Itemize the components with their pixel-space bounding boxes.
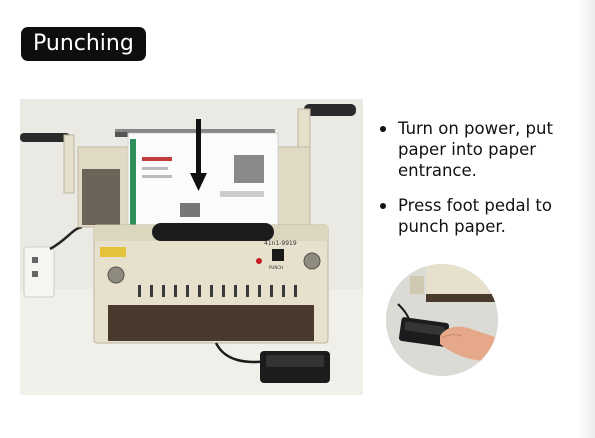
left-handle	[20, 133, 75, 194]
bullet-dot-icon	[380, 203, 386, 209]
machine-model-label: 41n1-9919	[264, 240, 297, 247]
binding-machine-photo: 41n1-9919 PUNCH	[20, 99, 363, 395]
foot-pedal	[260, 351, 330, 383]
down-arrow-icon	[190, 119, 207, 191]
slide-edge-shadow	[577, 0, 595, 438]
slide-title: Punching	[21, 27, 146, 61]
instruction-item: Press foot pedal to punch paper.	[378, 195, 588, 237]
instruction-text: Press foot pedal to punch paper.	[398, 196, 552, 236]
foot-pedal-closeup-photo	[386, 264, 498, 376]
instruction-list: Turn on power, put paper into paper entr…	[378, 118, 588, 251]
binding-machine-illustration: 41n1-9919 PUNCH	[20, 99, 363, 395]
power-strip	[23, 225, 83, 298]
paper-stack	[127, 132, 279, 234]
power-switch-label: PUNCH	[269, 265, 283, 270]
bullet-dot-icon	[380, 126, 386, 132]
instruction-item: Turn on power, put paper into paper entr…	[378, 118, 588, 181]
foot-pedal-closeup-illustration	[386, 264, 498, 376]
instruction-text: Turn on power, put paper into paper entr…	[398, 119, 553, 180]
machine-body	[93, 223, 329, 344]
